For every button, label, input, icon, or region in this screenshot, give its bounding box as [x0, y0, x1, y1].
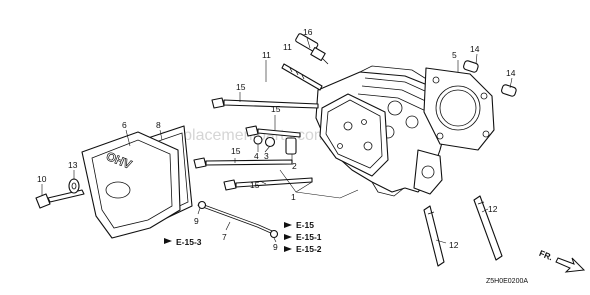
ref-e15-3[interactable]: E-15-3	[176, 237, 202, 247]
long-bolt-right[interactable]	[473, 195, 503, 261]
callout-13: 13	[68, 160, 78, 170]
callout-12b: 12	[488, 204, 498, 214]
callout-10: 10	[37, 174, 47, 184]
callout-11b: 11	[262, 50, 271, 60]
dowel-pin-top[interactable]	[463, 60, 479, 73]
ref-e15[interactable]: E-15	[296, 220, 314, 230]
breather-tube[interactable]	[197, 202, 277, 236]
valve-seal-2[interactable]	[285, 137, 297, 155]
ref-e15-2[interactable]: E-15-2	[296, 244, 322, 254]
cylinder-head-gasket[interactable]	[423, 67, 495, 151]
leader-lines	[41, 37, 513, 244]
head-gasket-frame[interactable]	[319, 93, 389, 177]
flange-bolt-upper[interactable]	[211, 97, 319, 109]
callout-15b: 15	[271, 104, 281, 114]
callout-6: 6	[122, 120, 127, 130]
callout-15a: 15	[236, 82, 246, 92]
washer-4[interactable]	[253, 135, 263, 145]
flange-bolt-middle[interactable]	[245, 125, 301, 138]
callout-9a: 9	[194, 216, 199, 226]
reference-e15-3-group: E-15-3	[164, 237, 202, 247]
callout-15c: 15	[231, 146, 241, 156]
dowel-pin-right[interactable]	[501, 84, 517, 97]
callout-7: 7	[222, 232, 227, 242]
stud-bolt[interactable]	[281, 63, 323, 91]
cover-washer[interactable]	[68, 178, 80, 194]
callout-14b: 14	[506, 68, 516, 78]
arrow-icon	[284, 222, 292, 228]
callout-1: 1	[291, 192, 296, 202]
callout-3: 3	[264, 151, 269, 161]
callout-12a: 12	[449, 240, 459, 250]
washer-3[interactable]	[264, 136, 276, 148]
callout-4: 4	[254, 151, 259, 161]
front-label: FR.	[538, 248, 554, 262]
front-direction-indicator: FR.	[538, 248, 586, 273]
drawing-code: Z5H0E0200A	[486, 278, 528, 285]
callout-14a: 14	[470, 44, 480, 54]
tube-clip-right[interactable]	[269, 229, 279, 239]
flange-bolt-lower-right[interactable]	[223, 177, 313, 191]
cover-bolt[interactable]	[35, 189, 85, 209]
callout-8: 8	[156, 120, 161, 130]
cylinder-head-cover[interactable]: OHV	[81, 131, 181, 239]
arrow-icon	[284, 246, 292, 252]
arrow-icon	[284, 234, 292, 240]
arrow-icon	[164, 238, 172, 244]
callout-15d: 15	[250, 180, 260, 190]
front-arrow-icon	[555, 257, 586, 273]
long-bolt-left[interactable]	[423, 205, 445, 267]
callout-9b: 9	[273, 242, 278, 252]
callout-5: 5	[452, 50, 457, 60]
spark-plug[interactable]	[295, 33, 329, 65]
ref-e15-1[interactable]: E-15-1	[296, 232, 322, 242]
flange-bolt-lower-left[interactable]	[193, 157, 293, 169]
reference-e15-group: E-15 E-15-1 E-15-2	[284, 220, 322, 254]
callout-11a: 11	[283, 42, 292, 52]
callout-16: 16	[303, 27, 313, 37]
tube-clip-left[interactable]	[197, 200, 207, 210]
callout-labels: 16 11 11 5 14 14 15 15 15 15 6 8 13 10 4…	[37, 27, 516, 252]
callout-2: 2	[292, 161, 297, 171]
